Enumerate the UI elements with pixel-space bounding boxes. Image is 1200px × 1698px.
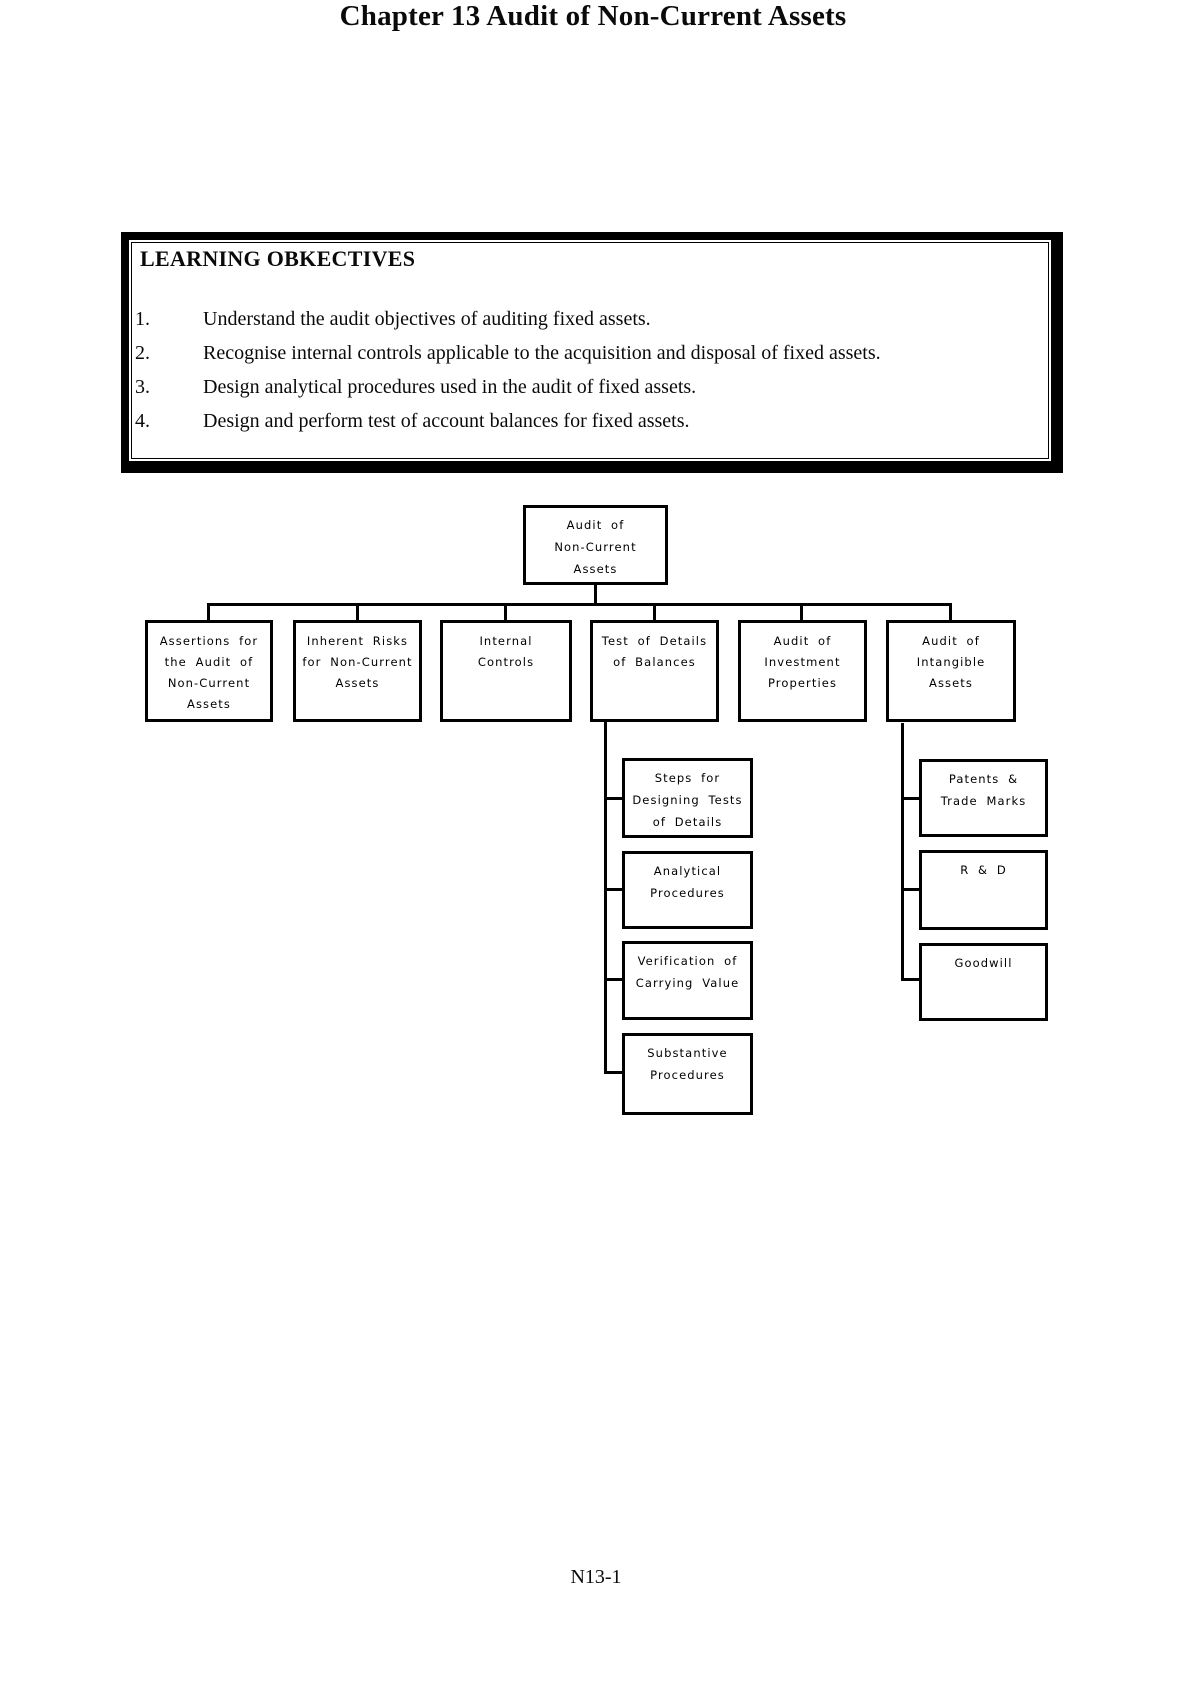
objective-item: 2. Recognise internal controls applicabl… xyxy=(132,341,1048,365)
connector-drop-internal-controls xyxy=(504,603,507,620)
node-patents-trade-marks: Patents & Trade Marks xyxy=(919,759,1048,837)
connector-drop-investment-properties xyxy=(800,603,803,620)
objective-number: 1. xyxy=(135,308,150,330)
node-verification-of-carrying-value: Verification of Carrying Value xyxy=(622,941,753,1020)
node-goodwill: Goodwill xyxy=(919,943,1048,1021)
connector-stub-rd xyxy=(902,888,919,891)
learning-objectives-box: LEARNING OBKECTIVES 1. Understand the au… xyxy=(121,232,1063,473)
node-substantive-procedures: Substantive Procedures xyxy=(622,1033,753,1115)
node-inherent-risks: Inherent Risks for Non-Current Assets xyxy=(293,620,422,722)
connector-drop-test-of-details xyxy=(653,603,656,620)
page-number: N13-1 xyxy=(570,1566,622,1588)
connector-horizontal-main xyxy=(207,603,952,606)
objective-text: Understand the audit objectives of audit… xyxy=(203,308,651,330)
connector-root-stub xyxy=(594,585,597,603)
node-internal-controls: Internal Controls xyxy=(440,620,572,722)
node-audit-of-investment-properties: Audit of Investment Properties xyxy=(738,620,867,722)
node-test-of-details-of-balances: Test of Details of Balances xyxy=(590,620,719,722)
connector-drop-intangible-assets xyxy=(949,603,952,620)
connector-drop-inherent-risks xyxy=(356,603,359,620)
objective-item: 1. Understand the audit objectives of au… xyxy=(132,307,1048,331)
connector-stub-substantive xyxy=(605,1071,622,1074)
objective-number: 2. xyxy=(135,342,150,364)
connector-drop-assertions xyxy=(207,603,210,620)
learning-objectives-heading: LEARNING OBKECTIVES xyxy=(140,246,416,271)
node-analytical-procedures: Analytical Procedures xyxy=(622,851,753,929)
node-steps-for-designing-tests: Steps for Designing Tests of Details xyxy=(622,758,753,838)
objective-item: 4. Design and perform test of account ba… xyxy=(132,409,1048,433)
page-title: Chapter 13 Audit of Non-Current Assets xyxy=(339,0,847,32)
node-assertions-for-audit: Assertions for the Audit of Non-Current … xyxy=(145,620,273,722)
connector-vertical-intangible xyxy=(901,723,904,981)
connector-stub-analytical xyxy=(605,888,622,891)
node-r-and-d: R & D xyxy=(919,850,1048,930)
objective-item: 3. Design analytical procedures used in … xyxy=(132,375,1048,399)
connector-stub-verification xyxy=(605,978,622,981)
objective-number: 3. xyxy=(135,376,150,398)
learning-objectives-inner-border: LEARNING OBKECTIVES 1. Understand the au… xyxy=(131,242,1049,459)
node-audit-of-intangible-assets: Audit of Intangible Assets xyxy=(886,620,1016,722)
node-audit-of-non-current-assets: Audit of Non-Current Assets xyxy=(523,505,668,585)
connector-stub-goodwill xyxy=(902,978,919,981)
connector-stub-steps xyxy=(605,797,622,800)
connector-vertical-test-of-details xyxy=(604,722,607,1074)
objective-text: Design and perform test of account balan… xyxy=(203,410,690,432)
objective-number: 4. xyxy=(135,410,150,432)
objective-text: Design analytical procedures used in the… xyxy=(203,376,697,398)
objective-text: Recognise internal controls applicable t… xyxy=(203,342,881,364)
connector-stub-patents xyxy=(902,797,919,800)
